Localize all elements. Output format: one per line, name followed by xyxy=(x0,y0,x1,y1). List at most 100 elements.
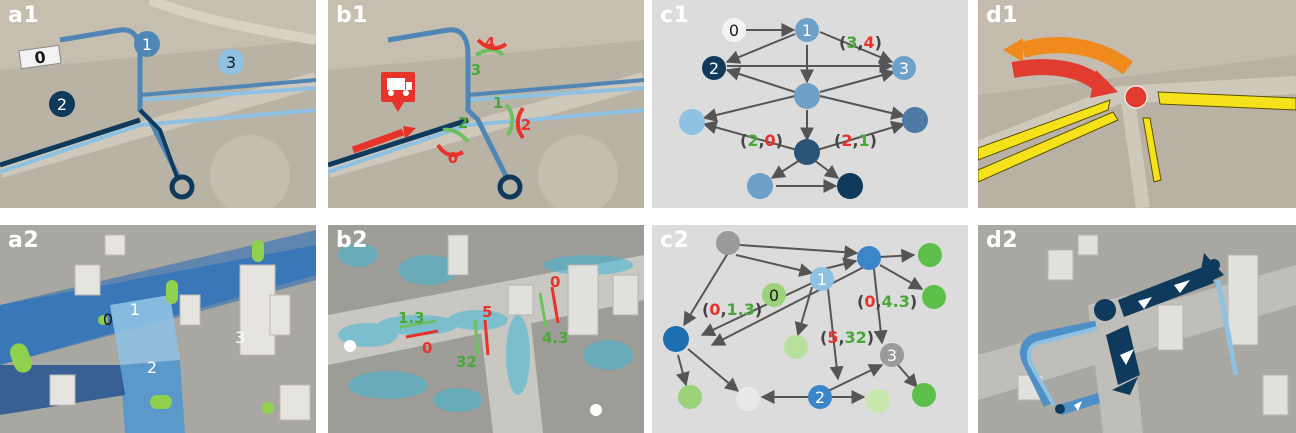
buildings xyxy=(49,234,311,421)
svg-text:4: 4 xyxy=(485,34,495,52)
panel-label-c1: c1 xyxy=(660,3,690,28)
svg-text:2: 2 xyxy=(458,114,468,132)
svg-text:0: 0 xyxy=(769,286,779,305)
svg-text:32: 32 xyxy=(456,353,477,371)
node-green-bl xyxy=(678,385,702,409)
graph-c1: 0 1 2 3 (3,4) (2,0) (2,1) xyxy=(679,18,928,199)
svg-text:(3,4): (3,4) xyxy=(839,33,882,52)
panel-a2: a2 0 1 2 3 xyxy=(0,225,316,433)
svg-text:0: 0 xyxy=(448,149,458,167)
pair-label-0: (3,4) xyxy=(839,33,882,52)
svg-text:0: 0 xyxy=(550,273,560,291)
node-3 xyxy=(880,343,904,367)
pair2-label-1: (0,4.3) xyxy=(857,292,917,311)
badge-3: 3 xyxy=(218,49,244,75)
flow-arrows-right: 1 2 xyxy=(493,94,531,140)
red-flow xyxy=(1011,59,1118,98)
node-blue-top xyxy=(857,246,881,270)
green-markers xyxy=(9,240,274,414)
node-green-2 xyxy=(922,285,946,309)
node-0 xyxy=(762,283,786,307)
svg-text:(0,4.3): (0,4.3) xyxy=(857,292,917,311)
node-lightgreen-br xyxy=(866,389,890,413)
panel-label-d1: d1 xyxy=(986,3,1019,28)
yellow-flow-right xyxy=(1142,91,1296,183)
svg-text:2: 2 xyxy=(147,358,157,377)
svg-text:1: 1 xyxy=(802,21,812,40)
pair-label-1: (2,0) xyxy=(740,131,783,150)
flow-arrows-top: 4 3 xyxy=(471,34,508,79)
svg-text:1: 1 xyxy=(493,94,503,112)
panel-label-a1: a1 xyxy=(8,3,40,28)
yellow-flow-left xyxy=(978,99,1119,183)
panel-b1: b1 4 3 1 2 2 0 xyxy=(328,0,644,208)
a2-zones: 0 1 2 3 xyxy=(103,300,245,377)
flow-arrows-left: 2 0 xyxy=(436,114,470,167)
map-d1 xyxy=(978,0,1296,208)
node-2 xyxy=(702,56,726,80)
node-top xyxy=(716,231,740,255)
svg-text:3: 3 xyxy=(226,53,236,72)
node-bottom-right xyxy=(837,173,863,199)
light-blue-flows xyxy=(1020,279,1239,415)
svg-text:2: 2 xyxy=(521,116,531,134)
svg-text:(0,1.3): (0,1.3) xyxy=(702,300,762,319)
panel-c1: c1 0 1 xyxy=(652,0,968,208)
svg-text:0: 0 xyxy=(103,310,113,329)
panel-a1: a1 0 1 2 3 xyxy=(0,0,316,208)
node-lower xyxy=(794,139,820,165)
node-blue-left xyxy=(663,326,689,352)
svg-text:(5,32): (5,32) xyxy=(820,328,874,347)
svg-text:4.3: 4.3 xyxy=(542,329,569,347)
svg-text:0: 0 xyxy=(33,47,47,67)
graph-c2: 0 1 3 2 (0,1.3) (0,4.3) (5,32) xyxy=(663,231,946,413)
node-green-1 xyxy=(918,243,942,267)
junction-node xyxy=(1124,85,1148,109)
map-d2 xyxy=(978,225,1296,433)
node-lightgreen-mid xyxy=(784,335,808,359)
graph-nodes: 0 1 2 3 xyxy=(679,18,928,199)
direction-markers xyxy=(1074,280,1190,411)
orange-flow xyxy=(1003,37,1133,75)
panel-label-d2: d2 xyxy=(986,228,1019,253)
b2-flows: 1.3 0 5 32 0 4.3 xyxy=(398,273,569,371)
badge-0: 0 xyxy=(18,44,62,70)
a1-badges: 0 1 2 3 xyxy=(18,31,244,117)
svg-text:3: 3 xyxy=(235,328,245,347)
node-1 xyxy=(810,267,834,291)
panel-label-c2: c2 xyxy=(660,228,690,253)
panel-d1: d1 xyxy=(978,0,1296,208)
svg-text:(2,0): (2,0) xyxy=(740,131,783,150)
node-right xyxy=(902,107,928,133)
map-b1 xyxy=(328,0,644,208)
node-green-br xyxy=(912,383,936,407)
buildings-b2 xyxy=(447,234,639,336)
panel-label-b2: b2 xyxy=(336,228,369,253)
svg-text:0: 0 xyxy=(729,21,739,40)
badge-1: 1 xyxy=(134,31,160,57)
red-segment xyxy=(351,128,405,154)
svg-text:1: 1 xyxy=(142,35,152,54)
node-bottom-left xyxy=(747,173,773,199)
svg-text:3: 3 xyxy=(899,59,909,78)
heat-blobs xyxy=(338,243,633,412)
svg-text:1: 1 xyxy=(130,300,140,319)
node-0 xyxy=(722,18,746,42)
graph2-nodes: 0 1 3 2 xyxy=(663,231,946,413)
svg-text:1: 1 xyxy=(817,270,827,289)
node-2 xyxy=(808,385,832,409)
svg-text:3: 3 xyxy=(471,61,481,79)
svg-text:2: 2 xyxy=(57,95,67,114)
truck-icon xyxy=(381,72,415,112)
svg-text:0: 0 xyxy=(422,339,432,357)
badge-2: 2 xyxy=(49,91,75,117)
svg-text:5: 5 xyxy=(482,303,492,321)
node-white xyxy=(736,387,760,411)
panel-d2: d2 xyxy=(978,225,1296,433)
panel-c2: c2 0 xyxy=(652,225,968,433)
svg-text:3: 3 xyxy=(887,346,897,365)
panel-label-b1: b1 xyxy=(336,3,369,28)
node-center xyxy=(794,83,820,109)
node-3 xyxy=(892,56,916,80)
b1-overlay: 4 3 1 2 2 0 xyxy=(381,34,531,167)
